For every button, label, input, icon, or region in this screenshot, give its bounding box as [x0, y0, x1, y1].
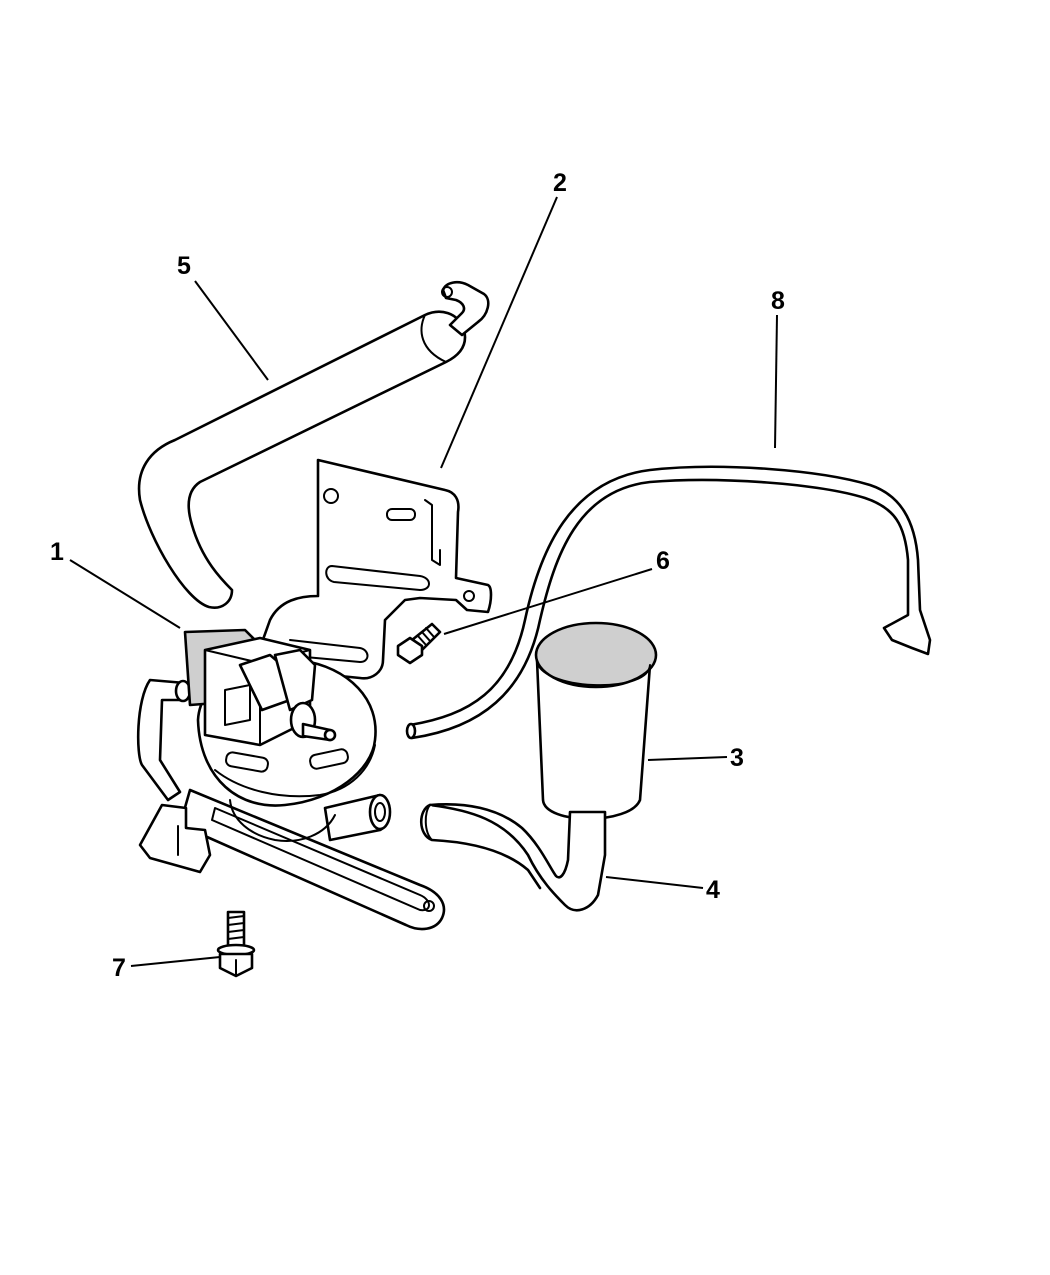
callout-5: 5 — [177, 252, 191, 280]
leader-2 — [440, 196, 558, 469]
leader-3 — [647, 756, 728, 761]
part-5-hose — [137, 280, 490, 609]
leader-1 — [69, 559, 181, 629]
leader-lines — [69, 196, 778, 967]
callout-3: 3 — [730, 744, 744, 772]
leader-4 — [605, 876, 704, 889]
callout-4: 4 — [706, 876, 720, 904]
callout-7: 7 — [112, 954, 126, 982]
callout-8: 8 — [771, 287, 785, 315]
leader-8 — [774, 314, 778, 449]
leader-7 — [130, 956, 221, 967]
callouts: 1 2 3 4 5 6 7 8 — [50, 169, 785, 982]
leader-5 — [194, 280, 269, 381]
callout-1: 1 — [50, 538, 64, 566]
part-3-canister — [534, 621, 658, 821]
part-8-hose — [405, 465, 932, 740]
part-7-bolt — [216, 910, 256, 978]
callout-2: 2 — [553, 169, 567, 197]
part-1-valve-assembly — [136, 628, 446, 931]
callout-6: 6 — [656, 547, 670, 575]
leader-6 — [443, 568, 653, 635]
part-4-hose — [419, 803, 607, 912]
part-2-bracket — [258, 458, 493, 680]
part-6-screw — [396, 622, 442, 665]
